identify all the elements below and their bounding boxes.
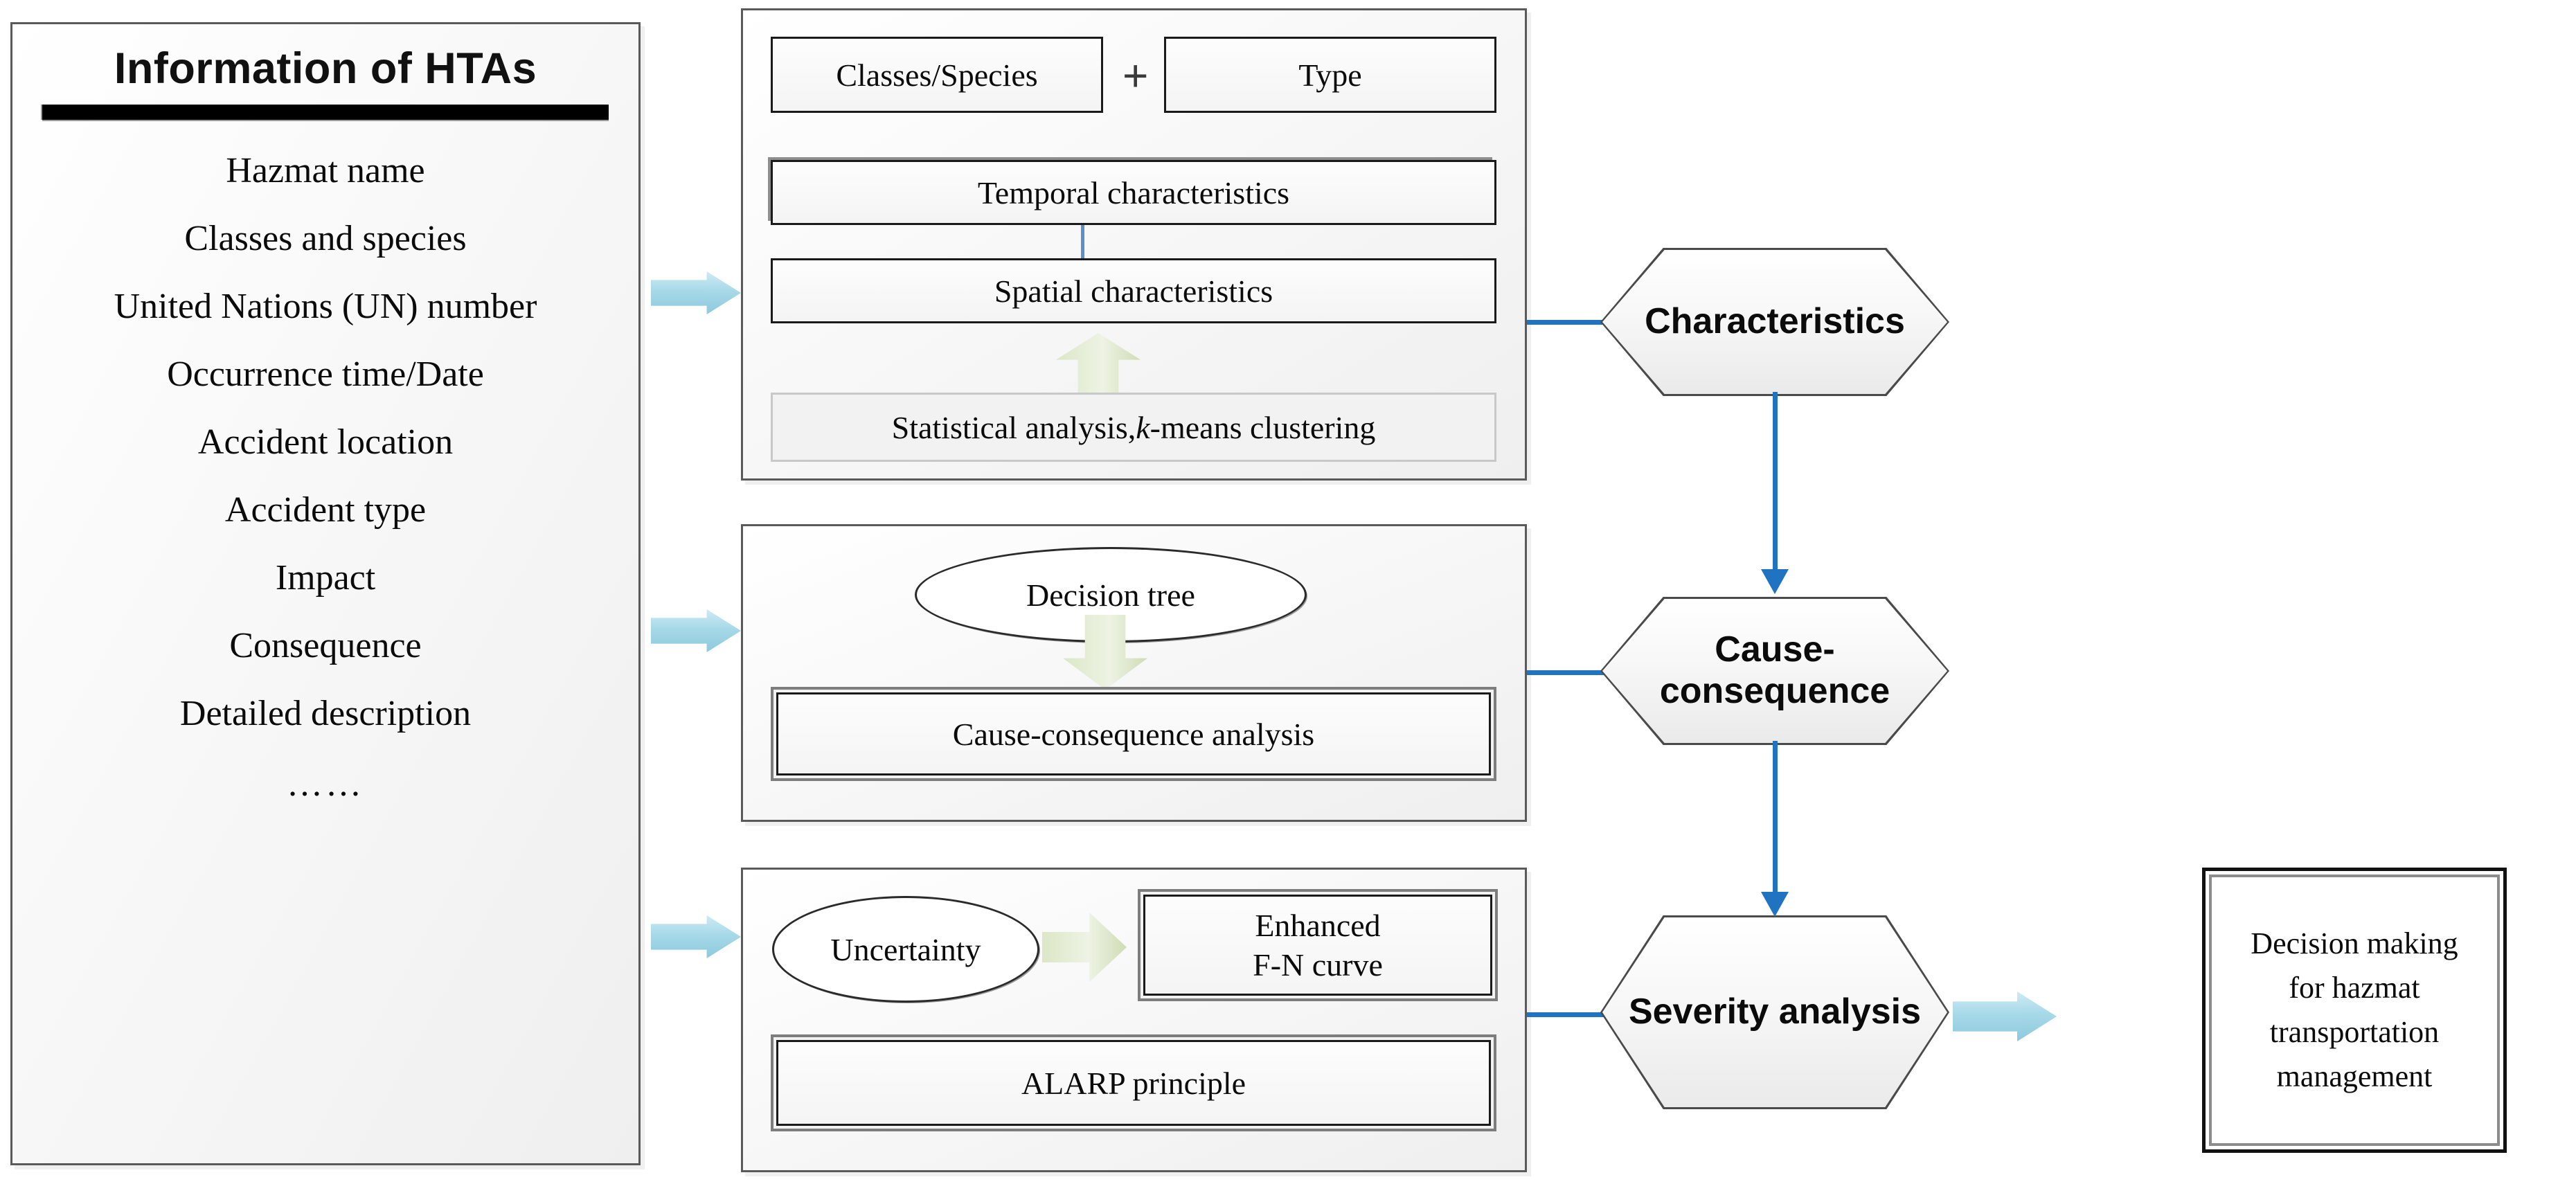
type-box: Type [1164,37,1496,113]
classes-species-box: Classes/Species [771,37,1103,113]
page-title: Information of HTAs [114,44,537,93]
list-item: United Nations (UN) number [114,287,537,326]
outcome-arrow-icon [1953,992,2057,1041]
flow-char-to-cause [1773,392,1778,571]
decision-line-1: Decision making [2251,926,2458,961]
methods-text-italic: k [1136,409,1150,445]
methods-box: Statistical analysis, k-means clustering [771,393,1496,462]
list-item: Occurrence time/Date [167,355,484,394]
decision-making-card: Decision making for hazmat transportatio… [2202,868,2507,1153]
list-item-ellipsis: …… [287,764,364,804]
uncertainty-ellipse: Uncertainty [772,896,1039,1003]
flow-char-to-cause-arrowhead-icon [1761,569,1789,594]
characteristics-panel: Classes/Species + Type Temporal characte… [741,8,1527,481]
upward-process-arrow-icon [1056,333,1141,397]
stage-characteristics[interactable]: Characteristics [1602,250,1947,394]
stage-cause-line-1: Cause- [1715,629,1835,670]
list-item: Accident type [224,490,427,530]
list-item: Detailed description [179,694,472,733]
decision-line-3: transportation [2269,1015,2440,1049]
list-item: Impact [275,558,376,598]
temporal-characteristics-box: Temporal characteristics [771,160,1496,225]
list-item: Hazmat name [226,151,425,190]
decision-making-text: Decision making for hazmat transportatio… [2251,922,2458,1098]
flow-cause-to-severity [1773,741,1778,893]
list-item: Classes and species [184,219,467,258]
information-list: Hazmat name Classes and species United N… [12,153,638,834]
feeder-arrow-severity-icon [651,915,741,958]
spatial-characteristics-box: Spatial characteristics [771,258,1496,323]
information-card: Information of HTAs Hazmat name Classes … [10,22,641,1165]
feeder-arrow-characteristics-icon [651,271,741,314]
stage-cause-consequence[interactable]: Cause- consequence [1602,599,1947,743]
link-severity [1527,1012,1604,1017]
temporal-spatial-connector [1081,225,1084,264]
flow-cause-to-severity-arrowhead-icon [1761,892,1789,917]
enhanced-fn-curve-box: Enhanced F-N curve [1138,889,1498,1001]
severity-panel: Uncertainty Enhanced F-N curve ALARP pri… [741,868,1527,1172]
enhanced-fn-line-1: Enhanced [1255,907,1381,943]
title-divider [42,105,609,120]
stage-cause-line-2: consequence [1659,671,1890,711]
rightward-process-arrow-icon [1042,913,1127,982]
link-cause [1527,670,1604,675]
cause-consequence-analysis-box: Cause-consequence analysis [771,687,1496,781]
enhanced-fn-line-2: F-N curve [1253,947,1383,983]
stage-severity-analysis[interactable]: Severity analysis [1602,917,1947,1107]
list-item: Accident location [197,422,454,462]
decision-line-4: management [2276,1059,2433,1093]
cause-consequence-panel: Decision tree Cause-consequence analysis [741,524,1527,822]
list-item: Consequence [229,626,422,665]
plus-icon: + [1122,51,1149,100]
feeder-arrow-cause-icon [651,609,741,652]
methods-text-prefix: Statistical analysis, [891,409,1136,445]
link-characteristics [1527,320,1604,325]
methods-text-suffix: -means clustering [1150,409,1376,445]
alarp-principle-box: ALARP principle [771,1034,1496,1131]
decision-line-2: for hazmat [2289,971,2420,1005]
